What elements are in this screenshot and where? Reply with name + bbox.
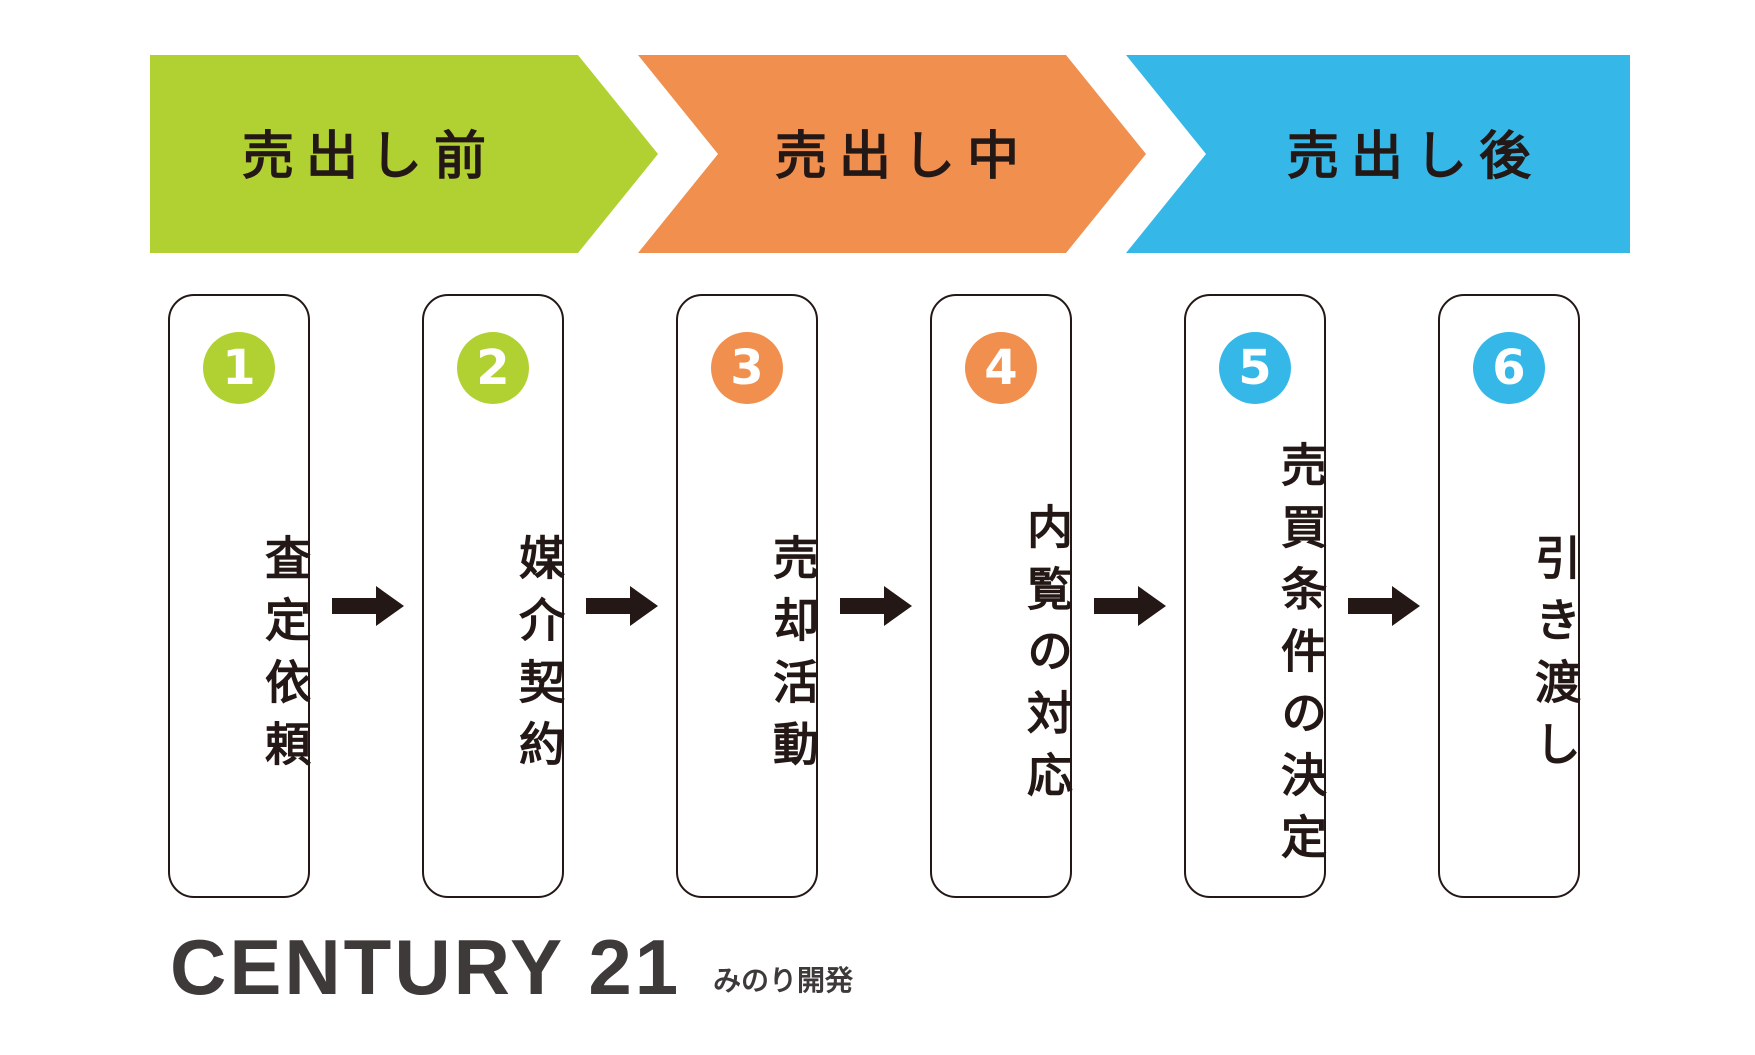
phase-label-during: 売出し中 [775, 127, 1032, 187]
step-label: 査定依頼 [258, 534, 312, 782]
phase-chevron-during [638, 55, 1146, 253]
step-number-badge: 3 [711, 332, 783, 404]
step-label: 売却活動 [766, 534, 820, 782]
step-number-badge: 5 [1219, 332, 1291, 404]
step-label: 売買条件の決定 [1274, 441, 1328, 875]
right-arrow-icon [586, 586, 658, 626]
right-arrow-icon [1094, 586, 1166, 626]
phase-label-before: 売出し前 [242, 127, 499, 187]
step-label: 引き渡し [1528, 534, 1582, 782]
company-name: みのり開発 [713, 964, 854, 997]
right-arrow-icon [840, 586, 912, 626]
step-box-4: 4 内覧の対応 [930, 294, 1074, 898]
phase-chevron-before [150, 55, 658, 253]
step-label: 媒介契約 [512, 534, 566, 782]
phase-chevron-after [1126, 55, 1630, 253]
step-box-2: 2 媒介契約 [422, 294, 566, 898]
brand-logo: CENTURY 21 [170, 923, 682, 1011]
step-number-badge: 1 [203, 332, 275, 404]
right-arrow-icon [332, 586, 404, 626]
phase-chevrons [150, 55, 1630, 253]
right-arrow-icon [1348, 586, 1420, 626]
step-box-5: 5 売買条件の決定 [1184, 294, 1328, 898]
step-number-badge: 6 [1473, 332, 1545, 404]
step-box-3: 3 売却活動 [676, 294, 820, 898]
step-number-badge: 2 [457, 332, 529, 404]
step-box-6: 6 引き渡し [1438, 294, 1582, 898]
step-box-1: 1 査定依頼 [168, 294, 312, 898]
phase-label-after: 売出し後 [1287, 127, 1544, 187]
step-label: 内覧の対応 [1020, 503, 1074, 813]
step-number-badge: 4 [965, 332, 1037, 404]
